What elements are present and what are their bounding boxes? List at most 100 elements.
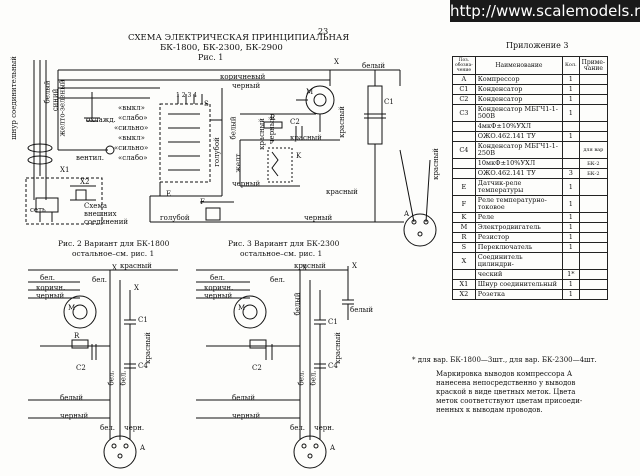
table-cell-pos: C1 <box>452 84 476 95</box>
fig2-label: бел. <box>107 370 116 386</box>
relay-k-box <box>267 147 293 183</box>
table-cell-note <box>578 252 609 270</box>
table-cell-note <box>578 178 609 196</box>
white-wire-top-label: белый <box>362 62 386 70</box>
fig2-label: C2 <box>76 364 86 372</box>
fig3-label: красный <box>333 332 342 364</box>
ext-scheme-1: Схема <box>84 202 108 210</box>
cord-label: шнур соединительный <box>9 56 18 140</box>
fig3-label: белый <box>293 292 302 316</box>
fig2-motor-symbol <box>63 295 97 329</box>
fig3-label: X <box>302 264 307 272</box>
table-cell-pos: A <box>452 74 476 85</box>
table-cell-pos: X1 <box>452 279 476 290</box>
black-bottom-label: черный <box>304 214 333 222</box>
marking-note-line-4: меток соответствуют цветам присоеди- <box>436 397 583 405</box>
resistor-r-label: R <box>270 114 276 122</box>
table-cell-pos <box>452 121 476 132</box>
site-banner[interactable]: http://www.scalemodels.ru <box>450 0 640 22</box>
marking-note-line-5: ненных к выводам проводов. <box>436 406 543 414</box>
appendix-title: Приложение 3 <box>506 41 569 50</box>
table-cell-qty <box>562 252 580 270</box>
main-subtitle: БК-1800, БК-2300, БК-2900 <box>160 43 283 53</box>
table-cell-note <box>578 84 609 95</box>
table-cell-name: Реле <box>474 212 564 223</box>
vent-label: вентил. <box>76 154 104 162</box>
table-cell-name: ческий <box>474 269 564 280</box>
table-cell-pos <box>452 269 476 280</box>
col-header-qty: Кол. <box>562 56 580 75</box>
fig3-label: коричн. <box>204 284 234 292</box>
ext-scheme-3: соединений <box>84 218 129 226</box>
table-cell-note: БК-2 <box>578 168 609 179</box>
capacitor-c2-label: C2 <box>290 118 300 126</box>
relay-k-label: K <box>296 152 302 160</box>
fig2-label: X <box>134 284 139 292</box>
main-title: СХЕМА ЭЛЕКТРИЧЕСКАЯ ПРИНЦИПИАЛЬНАЯ <box>128 33 350 43</box>
fig3-motor-symbol <box>233 295 267 329</box>
table-header-row: Поз. обозна-чение Наименование Кол. Прим… <box>452 56 609 75</box>
switch-contacts-label: 1 2 3 4 <box>176 92 197 99</box>
fig2-label: коричн. <box>36 284 66 292</box>
table-cell-qty <box>562 158 580 169</box>
x1-label: X1 <box>60 166 70 174</box>
switch-s-box <box>159 103 211 183</box>
table-cell-name: Конденсатор <box>474 84 564 95</box>
table-cell-note <box>578 121 609 132</box>
fig3-label: белый <box>232 394 256 402</box>
red-wire-4-label: красный <box>326 188 358 196</box>
capacitor-c1-body <box>367 85 383 145</box>
fig2-label: C4 <box>138 362 148 370</box>
yellowgreen-wire-label: желто-зеленый <box>58 79 67 137</box>
fig2-label: X <box>112 264 117 272</box>
table-cell-qty: 1 <box>562 84 580 95</box>
col-header-note: Приме-чание <box>578 56 609 75</box>
table-cell-note <box>578 131 609 142</box>
table-cell-qty: 1 <box>562 222 580 233</box>
fig2-label: M <box>68 304 76 312</box>
fig2-label: R <box>74 332 80 340</box>
blue-bottom-label: голубой <box>160 214 190 222</box>
table-cell-name: Переключатель <box>474 242 564 253</box>
table-cell-name: 10мкФ±10%УХЛ <box>474 158 564 169</box>
table-cell-name: Компрессор <box>474 74 564 85</box>
marking-note-line-3: краской в виде цветных меток. Цвета <box>436 388 576 396</box>
fig3-label: C1 <box>328 318 338 326</box>
white-wire-2-label: белый <box>229 116 238 140</box>
table-cell-pos: K <box>452 212 476 223</box>
compressor-a-symbol <box>403 213 437 247</box>
switch-pos-strong-2: «сильно» <box>114 144 149 152</box>
fig2-label: белый <box>60 394 84 402</box>
table-cell-note <box>578 279 609 290</box>
fig2-label: красный <box>143 332 152 364</box>
yellow-short-label: желт. <box>234 151 243 173</box>
table-cell-pos: E <box>452 178 476 196</box>
table-cell-name: Розетка <box>474 289 564 300</box>
red-wire-3-label: красный <box>290 134 322 142</box>
figure-3-subtitle: остальное–см. рис. 1 <box>240 249 323 258</box>
fig3-label: бел. <box>290 424 306 432</box>
table-cell-note <box>578 104 609 122</box>
fig3-label: белый <box>350 306 374 314</box>
fig3-label: X <box>352 262 357 270</box>
parts-table: Поз. обозна-чение Наименование Кол. Прим… <box>452 56 609 300</box>
page-number: 23 <box>318 27 329 36</box>
table-cell-note <box>578 74 609 85</box>
brown-wire-label: коричневый <box>220 73 266 81</box>
switch-pos-weak-1: «слабо» <box>118 114 148 122</box>
fig3-label: M <box>238 304 246 312</box>
table-cell-note <box>578 242 609 253</box>
